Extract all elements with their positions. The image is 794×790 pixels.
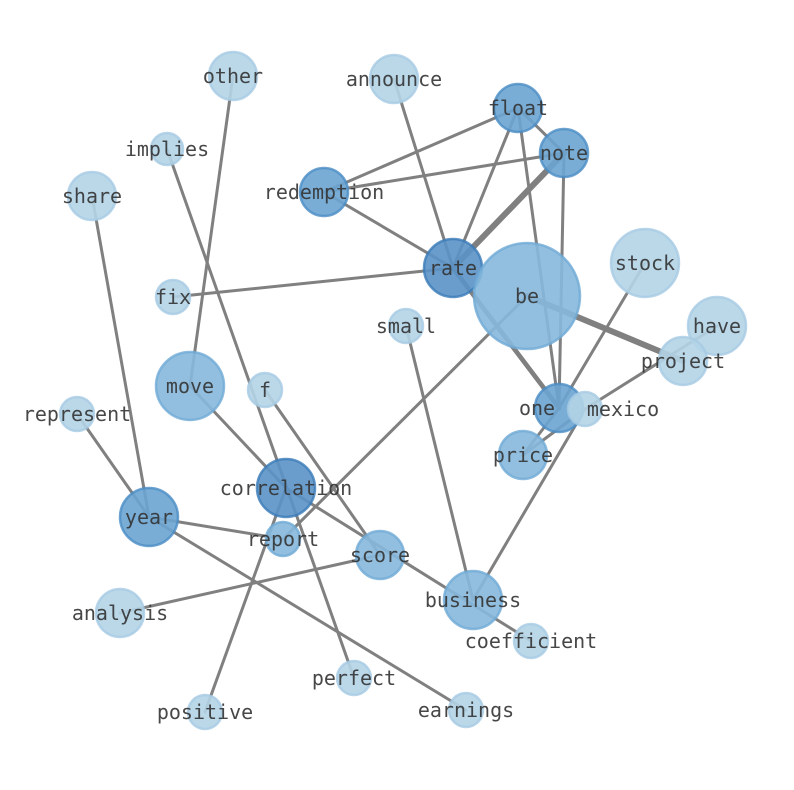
node-coefficient[interactable] xyxy=(512,622,550,660)
edge-float-redemption xyxy=(322,106,520,194)
node-score[interactable] xyxy=(354,529,406,581)
node-label-mexico: mexico xyxy=(587,397,659,421)
node-be[interactable] xyxy=(472,241,582,351)
node-label-business: business xyxy=(425,588,521,612)
node-label-move: move xyxy=(166,374,214,398)
node-label-redemption: redemption xyxy=(264,180,384,204)
node-implies[interactable] xyxy=(149,131,185,167)
node-note[interactable] xyxy=(538,127,590,179)
node-label-correlation: correlation xyxy=(220,476,352,500)
node-label-have: have xyxy=(693,314,741,338)
node-price[interactable] xyxy=(497,429,549,481)
node-report[interactable] xyxy=(264,520,302,558)
node-label-report: report xyxy=(247,527,319,551)
labels-layer: other announce float note implies redemption s… xyxy=(23,64,741,724)
node-label-f: f xyxy=(259,378,271,402)
node-have[interactable] xyxy=(686,295,748,357)
node-label-represent: represent xyxy=(23,402,131,426)
node-mexico[interactable] xyxy=(566,390,604,428)
node-label-announce: announce xyxy=(346,67,442,91)
node-represent[interactable] xyxy=(58,395,96,433)
node-year[interactable] xyxy=(118,486,180,548)
node-label-price: price xyxy=(493,443,553,467)
node-label-note: note xyxy=(540,141,588,165)
node-other[interactable] xyxy=(207,50,259,102)
node-label-one: one xyxy=(519,396,555,420)
edge-rate-fix xyxy=(171,266,455,299)
node-label-year: year xyxy=(125,505,173,529)
node-float[interactable] xyxy=(492,82,544,134)
node-label-coefficient: coefficient xyxy=(465,629,597,653)
node-move[interactable] xyxy=(154,350,226,422)
node-label-rate: rate xyxy=(429,256,477,280)
node-label-other: other xyxy=(203,64,263,88)
edge-year-earnings xyxy=(147,515,468,712)
node-label-be: be xyxy=(515,284,539,308)
node-share[interactable] xyxy=(66,170,118,222)
node-announce[interactable] xyxy=(368,53,420,105)
node-label-earnings: earnings xyxy=(418,698,514,722)
node-business[interactable] xyxy=(442,569,504,631)
node-label-score: score xyxy=(350,543,410,567)
edge-announce-rate xyxy=(392,77,455,270)
node-fix[interactable] xyxy=(154,278,192,316)
edge-mexico-business xyxy=(471,407,587,602)
node-f[interactable] xyxy=(246,371,284,409)
node-perfect[interactable] xyxy=(335,659,373,697)
node-label-stock: stock xyxy=(615,251,675,275)
node-label-perfect: perfect xyxy=(312,666,396,690)
node-label-positive: positive xyxy=(157,700,253,724)
edge-note-redemption xyxy=(322,151,566,194)
node-small[interactable] xyxy=(387,307,425,345)
edge-small-business xyxy=(404,324,475,602)
node-label-implies: implies xyxy=(125,137,209,161)
node-analysis[interactable] xyxy=(94,587,146,639)
edge-implies-perfect xyxy=(165,147,356,680)
node-stock[interactable] xyxy=(609,227,681,299)
node-label-fix: fix xyxy=(155,285,191,309)
node-label-small: small xyxy=(376,314,436,338)
node-label-share: share xyxy=(62,184,122,208)
node-project[interactable] xyxy=(657,335,709,387)
node-label-project: project xyxy=(641,349,725,373)
node-label-float: float xyxy=(488,96,548,120)
node-positive[interactable] xyxy=(186,693,224,731)
node-earnings[interactable] xyxy=(447,691,485,729)
node-correlation[interactable] xyxy=(255,457,317,519)
edge-other-move xyxy=(188,74,235,388)
nodes-layer xyxy=(58,50,748,731)
edge-correlation-positive xyxy=(203,486,288,714)
edge-share-year xyxy=(90,194,151,519)
edge-f-score xyxy=(263,388,382,557)
edge-be-report xyxy=(281,294,529,541)
node-redemption[interactable] xyxy=(298,166,350,218)
node-label-analysis: analysis xyxy=(72,601,168,625)
